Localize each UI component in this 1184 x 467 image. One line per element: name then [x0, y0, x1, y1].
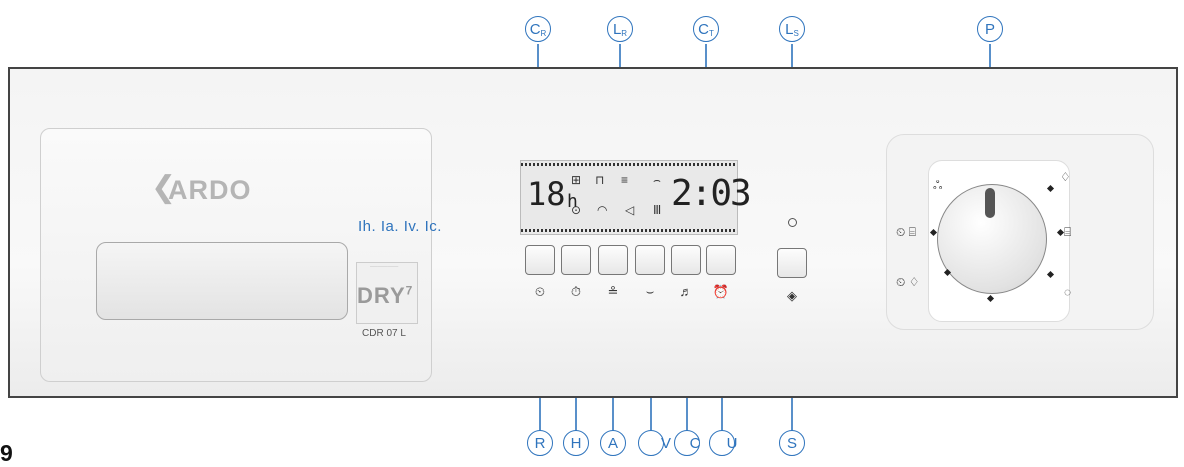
hanger-bar-icon: ≡	[621, 173, 629, 187]
cabinet-icon: ⊓	[595, 173, 605, 187]
timer-icon: ⏲	[534, 284, 546, 299]
callout-v: V	[638, 430, 671, 456]
gentle-icon: ⌣	[645, 284, 655, 299]
brand-logo-mark: ❮	[151, 171, 177, 204]
buzzer-button[interactable]	[671, 245, 701, 275]
dial-pointer	[985, 188, 995, 218]
callout-u: U	[709, 430, 737, 456]
clock-icon: ⊙	[571, 203, 582, 217]
callout-a: A	[600, 430, 626, 456]
buzzer-icon: ♬	[679, 284, 693, 299]
towel-icon: Ⅲ	[653, 203, 662, 217]
timer-button[interactable]	[525, 245, 555, 275]
callout-h: H	[563, 430, 589, 456]
dry-badge	[356, 262, 418, 324]
start-led	[788, 218, 797, 227]
model-label: CDR 07 L	[362, 328, 406, 339]
alarm-button[interactable]	[706, 245, 736, 275]
display-bottom-stripe	[521, 229, 737, 232]
hours-digits: 18	[527, 175, 566, 213]
callout-ct: CT	[693, 16, 719, 42]
time-digits: 2:03	[671, 173, 752, 214]
callout-s: S	[779, 430, 805, 456]
dry-badge-tagline: ────────	[370, 264, 399, 270]
callout-ls: LS	[779, 16, 805, 42]
iron-symbol-icon: ≗	[607, 284, 619, 299]
callout-p: P	[977, 16, 1003, 42]
iron-icon: ◁	[625, 203, 635, 217]
start-pause-button[interactable]	[777, 248, 807, 278]
annotation-label: Ih. Ia. Iv. Ic.	[358, 218, 442, 235]
dial-left-top-icon: ⏲ ⌸	[896, 225, 916, 239]
callout-cr: CR	[525, 16, 551, 42]
dial-left-bottom-icon: ⏲ ♢	[896, 275, 920, 289]
shirt-icon: ◠	[597, 203, 608, 217]
figure-number: 9	[0, 440, 13, 466]
iron-button[interactable]	[598, 245, 628, 275]
upper-bracket-icon: ⊞	[571, 173, 582, 187]
dry-badge-text: DRY7	[357, 283, 414, 308]
display-top-stripe	[521, 163, 737, 166]
gentle-button[interactable]	[635, 245, 665, 275]
delay-icon: ⏱	[570, 284, 582, 299]
brand-logo: ARDO	[168, 175, 252, 205]
callout-lr: LR	[607, 16, 633, 42]
lcd-display: 18 h 2:03 ⊞ ⊓ ≡ ⌢ ⊙ ◠ ◁ Ⅲ	[520, 160, 752, 235]
dial-right-top-icon: ♢	[1060, 170, 1071, 184]
alarm-icon: ⏰	[712, 284, 730, 299]
dial-right-mid-icon: ⌸	[1064, 225, 1072, 239]
start-icon: ◈	[787, 288, 797, 303]
wave-icon: ⌢	[653, 173, 661, 187]
callout-c: C	[674, 430, 700, 456]
delay-button[interactable]	[561, 245, 591, 275]
callout-r: R	[527, 430, 553, 456]
hours-unit: h	[567, 191, 578, 212]
door-handle[interactable]	[96, 242, 348, 320]
dial-right-bottom-icon: ◌	[1064, 285, 1072, 299]
dial-top-left-icon: ஃ	[933, 178, 943, 192]
